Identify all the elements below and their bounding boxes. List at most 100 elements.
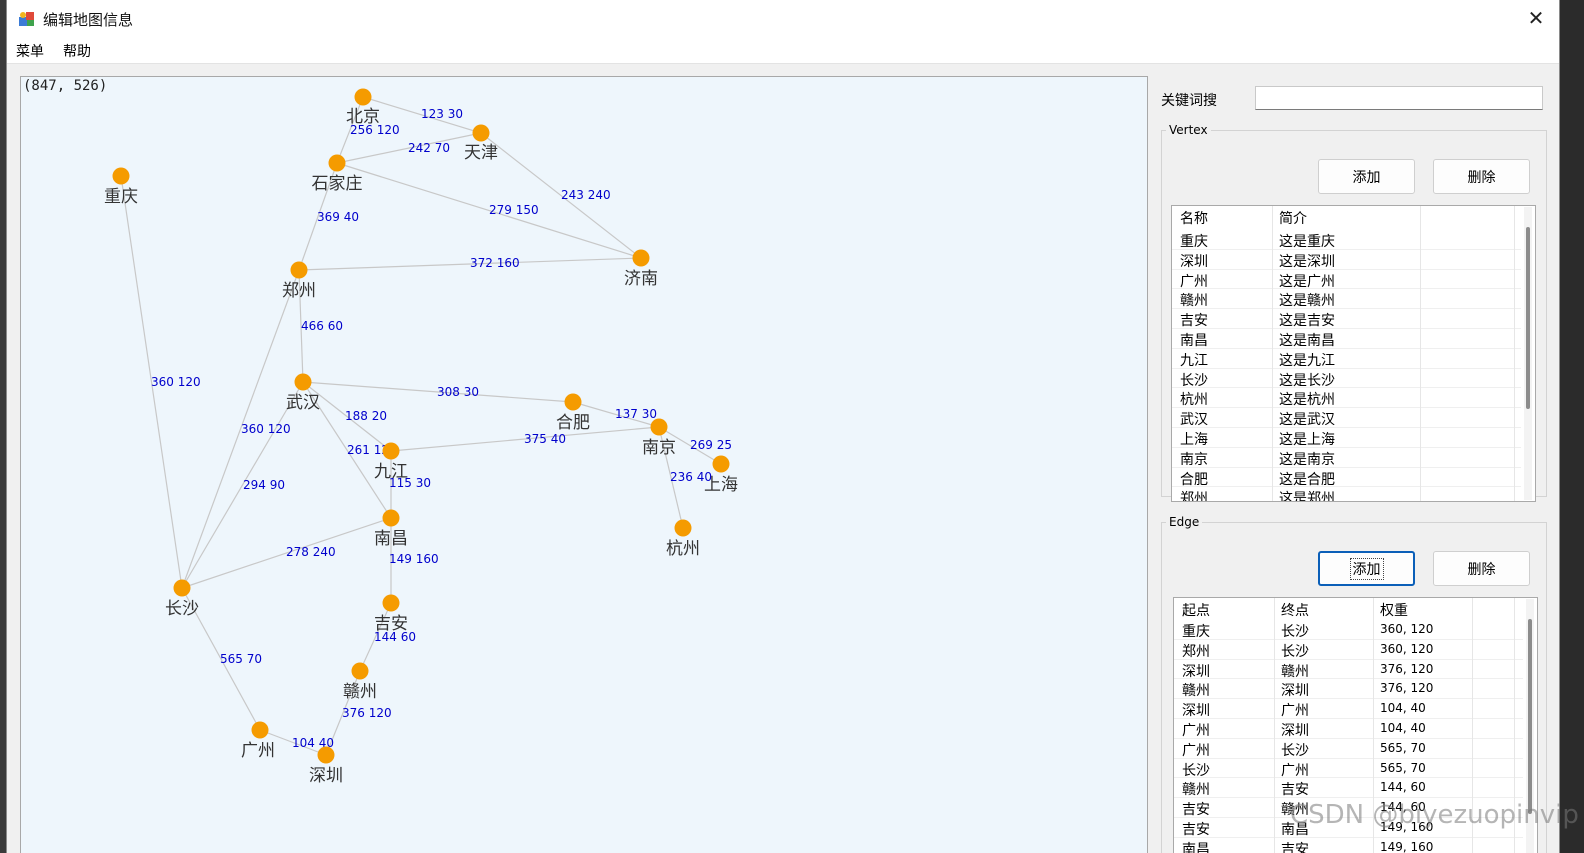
edge-line[interactable] — [181, 269, 300, 589]
city-node[interactable] — [382, 442, 400, 460]
edge-line[interactable] — [302, 381, 392, 519]
city-node[interactable] — [564, 393, 582, 411]
vertex-table-row[interactable]: 杭州这是杭州 — [1172, 388, 1521, 408]
vertex-table-row[interactable]: 吉安这是吉安 — [1172, 309, 1521, 329]
edge-line[interactable] — [302, 381, 574, 403]
vertical-scrollbar[interactable] — [1524, 207, 1532, 500]
vertex-table-row[interactable]: 武汉这是武汉 — [1172, 408, 1521, 428]
edge-line[interactable] — [181, 517, 392, 589]
vertex-table-row[interactable]: 长沙这是长沙 — [1172, 369, 1521, 389]
edge-table-column-header[interactable]: 权重 — [1380, 603, 1408, 619]
edge-line[interactable] — [302, 381, 392, 452]
city-node[interactable] — [674, 519, 692, 537]
vertex-table-cell: 杭州 — [1180, 392, 1208, 409]
edge-line[interactable] — [336, 132, 482, 164]
city-node[interactable] — [317, 746, 335, 764]
vertex-table-row[interactable]: 上海这是上海 — [1172, 428, 1521, 448]
vertex-table-row[interactable]: 南昌这是南昌 — [1172, 329, 1521, 349]
menu-item-menu[interactable]: 菜单 — [16, 44, 44, 60]
city-node[interactable] — [382, 509, 400, 527]
vertex-table-row[interactable]: 郑州这是郑州 — [1172, 487, 1521, 501]
vertex-table-row[interactable]: 重庆这是重庆 — [1172, 230, 1521, 250]
vertex-table-column-header[interactable]: 名称 — [1180, 211, 1208, 227]
city-node[interactable] — [173, 579, 191, 597]
edge-line[interactable] — [480, 132, 642, 259]
edge-line[interactable] — [572, 401, 660, 428]
edge-table-column-header[interactable]: 起点 — [1182, 603, 1210, 619]
city-node[interactable] — [351, 662, 369, 680]
edge-line[interactable] — [658, 426, 684, 529]
vertex-table-row[interactable]: 九江这是九江 — [1172, 349, 1521, 369]
menu-item-help[interactable]: 帮助 — [63, 44, 91, 60]
vertex-delete-button[interactable]: 删除 — [1433, 159, 1530, 194]
city-node[interactable] — [251, 721, 269, 739]
city-node[interactable] — [328, 154, 346, 172]
vertex-table-cell: 长沙 — [1180, 372, 1208, 389]
edge-line[interactable] — [359, 602, 392, 672]
city-node[interactable] — [354, 88, 372, 106]
edge-table-column-header[interactable]: 终点 — [1281, 603, 1309, 619]
close-button[interactable]: ✕ — [1521, 4, 1551, 32]
vertex-table-row[interactable]: 南京这是南京 — [1172, 448, 1521, 468]
edge-line[interactable] — [336, 96, 364, 164]
edge-line[interactable] — [298, 269, 304, 383]
search-input[interactable] — [1255, 86, 1543, 110]
edge-delete-label: 删除 — [1467, 561, 1496, 578]
edge-line[interactable] — [390, 426, 660, 452]
edge-line[interactable] — [120, 175, 183, 589]
edge-line[interactable] — [362, 96, 482, 134]
vertical-scrollbar[interactable] — [1526, 599, 1534, 853]
scrollbar-thumb[interactable] — [1528, 619, 1532, 814]
edge-table-cell: 吉安 — [1281, 782, 1309, 799]
edge-line[interactable] — [181, 587, 261, 731]
edge-weight-label: 188 20 — [345, 409, 387, 423]
edge-table-cell: 长沙 — [1182, 762, 1210, 779]
edge-line[interactable] — [336, 162, 642, 259]
vertex-table-row[interactable]: 合肥这是合肥 — [1172, 468, 1521, 488]
edge-weight-label: 278 240 — [286, 545, 336, 559]
vertex-add-button[interactable]: 添加 — [1318, 159, 1415, 194]
edge-line[interactable] — [298, 257, 642, 271]
city-node[interactable] — [712, 455, 730, 473]
city-node[interactable] — [650, 418, 668, 436]
vertex-add-label: 添加 — [1352, 169, 1381, 186]
city-label: 长沙 — [165, 599, 199, 619]
cursor-coordinates: (847, 526) — [23, 78, 108, 94]
edge-line[interactable] — [259, 729, 327, 756]
city-node[interactable] — [294, 373, 312, 391]
edge-line[interactable] — [181, 381, 304, 589]
vertex-table-row[interactable]: 深圳这是深圳 — [1172, 250, 1521, 270]
edge-weight-label: 137 30 — [615, 407, 657, 421]
edge-delete-button[interactable]: 删除 — [1433, 551, 1530, 586]
scrollbar-thumb[interactable] — [1526, 227, 1530, 409]
edge-line[interactable] — [325, 670, 361, 756]
vertex-table-row[interactable]: 赣州这是赣州 — [1172, 289, 1521, 309]
edge-add-button[interactable]: 添加 — [1318, 551, 1415, 586]
vertex-table-row[interactable]: 广州这是广州 — [1172, 270, 1521, 290]
vertex-table[interactable]: 名称 简介重庆这是重庆深圳这是深圳广州这是广州赣州这是赣州吉安这是吉安南昌这是南昌… — [1171, 205, 1536, 502]
city-node[interactable] — [382, 594, 400, 612]
edge-line[interactable] — [658, 426, 722, 465]
vertex-table-column-header[interactable]: 简介 — [1279, 211, 1307, 227]
city-node[interactable] — [290, 261, 308, 279]
column-divider — [1514, 206, 1515, 501]
city-node[interactable] — [112, 167, 130, 185]
city-node[interactable] — [472, 124, 490, 142]
edge-line[interactable] — [298, 162, 338, 271]
city-node[interactable] — [632, 249, 650, 267]
